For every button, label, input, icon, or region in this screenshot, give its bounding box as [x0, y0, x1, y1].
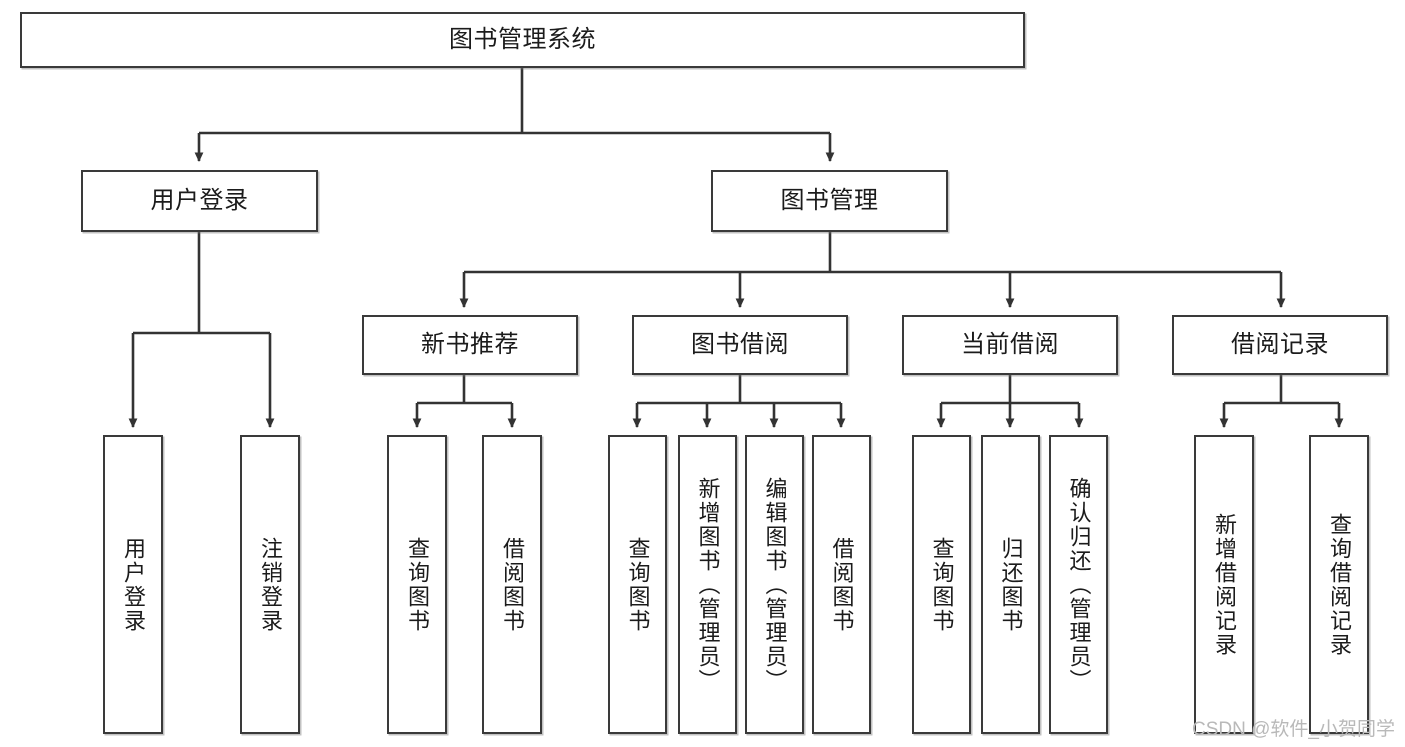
node-user-login[interactable]: 用户登录 [81, 170, 318, 232]
node-label: 注销登录 [257, 536, 283, 633]
node-label: 借阅图书 [829, 536, 855, 633]
node-leaf-return-book[interactable]: 归还图书 [981, 435, 1040, 734]
node-leaf-borrow-book-2[interactable]: 借阅图书 [812, 435, 871, 734]
node-label: 查询图书 [625, 536, 651, 633]
watermark-text: CSDN @软件_小贺同学 [1192, 719, 1395, 740]
node-new-book-recommend[interactable]: 新书推荐 [362, 315, 578, 375]
node-label: 确认归还（管理员） [1066, 476, 1092, 693]
node-leaf-logout-login[interactable]: 注销登录 [240, 435, 300, 734]
node-leaf-add-borrow-record[interactable]: 新增借阅记录 [1194, 435, 1254, 734]
node-book-management[interactable]: 图书管理 [711, 170, 948, 232]
node-label: 编辑图书（管理员） [762, 476, 788, 693]
node-leaf-query-book-1[interactable]: 查询图书 [387, 435, 447, 734]
node-leaf-borrow-book-1[interactable]: 借阅图书 [482, 435, 542, 734]
node-leaf-user-login[interactable]: 用户登录 [103, 435, 163, 734]
node-label: 当前借阅 [961, 331, 1059, 359]
node-label: 图书借阅 [691, 331, 789, 359]
node-leaf-query-book-2[interactable]: 查询图书 [608, 435, 667, 734]
node-label: 用户登录 [120, 536, 146, 633]
node-label: 新增图书（管理员） [695, 476, 721, 693]
node-label: 查询借阅记录 [1326, 512, 1352, 657]
node-label: 借阅记录 [1231, 331, 1329, 359]
node-current-borrow[interactable]: 当前借阅 [902, 315, 1118, 375]
node-leaf-add-book[interactable]: 新增图书（管理员） [678, 435, 737, 734]
node-label: 查询图书 [929, 536, 955, 633]
node-leaf-confirm-return[interactable]: 确认归还（管理员） [1049, 435, 1108, 734]
node-leaf-edit-book[interactable]: 编辑图书（管理员） [745, 435, 804, 734]
node-root-system[interactable]: 图书管理系统 [20, 12, 1025, 68]
node-book-borrow[interactable]: 图书借阅 [632, 315, 848, 375]
node-label: 图书管理 [780, 187, 879, 215]
node-label: 归还图书 [998, 536, 1024, 633]
node-label: 图书管理系统 [449, 26, 596, 54]
node-leaf-query-borrow-record[interactable]: 查询借阅记录 [1309, 435, 1369, 734]
node-label: 借阅图书 [499, 536, 525, 633]
node-borrow-record[interactable]: 借阅记录 [1172, 315, 1388, 375]
node-label: 新增借阅记录 [1211, 512, 1237, 657]
node-label: 新书推荐 [421, 331, 519, 359]
node-label: 查询图书 [404, 536, 430, 633]
node-leaf-query-book-3[interactable]: 查询图书 [912, 435, 971, 734]
node-label: 用户登录 [150, 187, 249, 215]
